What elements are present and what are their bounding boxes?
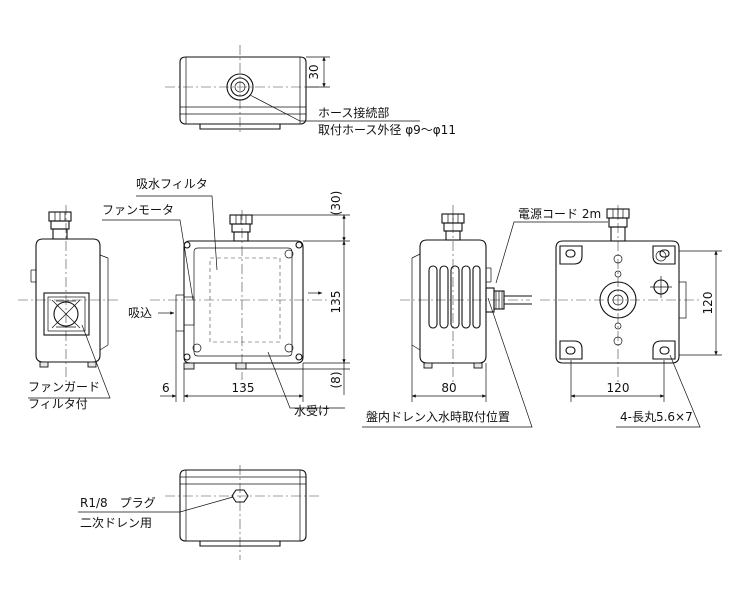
label-fan-motor: ファンモータ (102, 203, 174, 217)
dim-side-depth: 80 (441, 381, 456, 395)
right-side-view: 電源コード 2m 盤内ドレン入水時取付位置 80 (362, 205, 608, 428)
label-panel-drain-position: 盤内ドレン入水時取付位置 (366, 409, 510, 424)
dim-front-width: 135 (232, 381, 255, 395)
dim-front-bottom-ref: (8) (329, 372, 343, 389)
dim-rear-height: 120 (701, 292, 715, 315)
label-power-cord: 電源コード 2m (518, 207, 601, 221)
fan-guard-icon (43, 292, 90, 336)
label-plug: R1/8 プラグ (80, 496, 156, 510)
bottom-view: R1/8 プラグ 二次ドレン用 (78, 465, 320, 560)
dim-front-height: 135 (329, 291, 343, 314)
dim-front-offset: 6 (162, 381, 170, 395)
rear-view: 120 120 4-長丸5.6×7 (540, 205, 722, 428)
front-view: 吸込 吸水フィルタ ファンモータ 水受け (30) 135 (8) 6 135 (102, 177, 350, 418)
label-secondary-drain: 二次ドレン用 (80, 516, 152, 530)
dim-rear-width: 120 (607, 381, 630, 395)
label-with-filter: フィルタ付 (28, 397, 88, 411)
label-hose-outer-diameter: 取付ホース外径 φ9～φ11 (318, 123, 456, 137)
drain-plug-icon (231, 489, 249, 503)
top-view: 30 ホース接続部 取付ホース外径 φ9～φ11 (165, 45, 456, 137)
dim-front-top-ref: (30) (329, 191, 343, 216)
hose-fitting-icon (226, 73, 254, 101)
label-hose-connection: ホース接続部 (318, 105, 389, 120)
label-water-absorbing-filter: 吸水フィルタ (136, 177, 208, 191)
label-water-receiver: 水受け (294, 404, 330, 418)
label-fan-guard: ファンガード (28, 380, 100, 394)
left-side-view: ファンガード フィルタ付 (18, 205, 120, 411)
dim-top-height: 30 (307, 64, 321, 79)
label-slot-holes: 4-長丸5.6×7 (620, 410, 693, 424)
label-intake: 吸込 (128, 306, 152, 320)
